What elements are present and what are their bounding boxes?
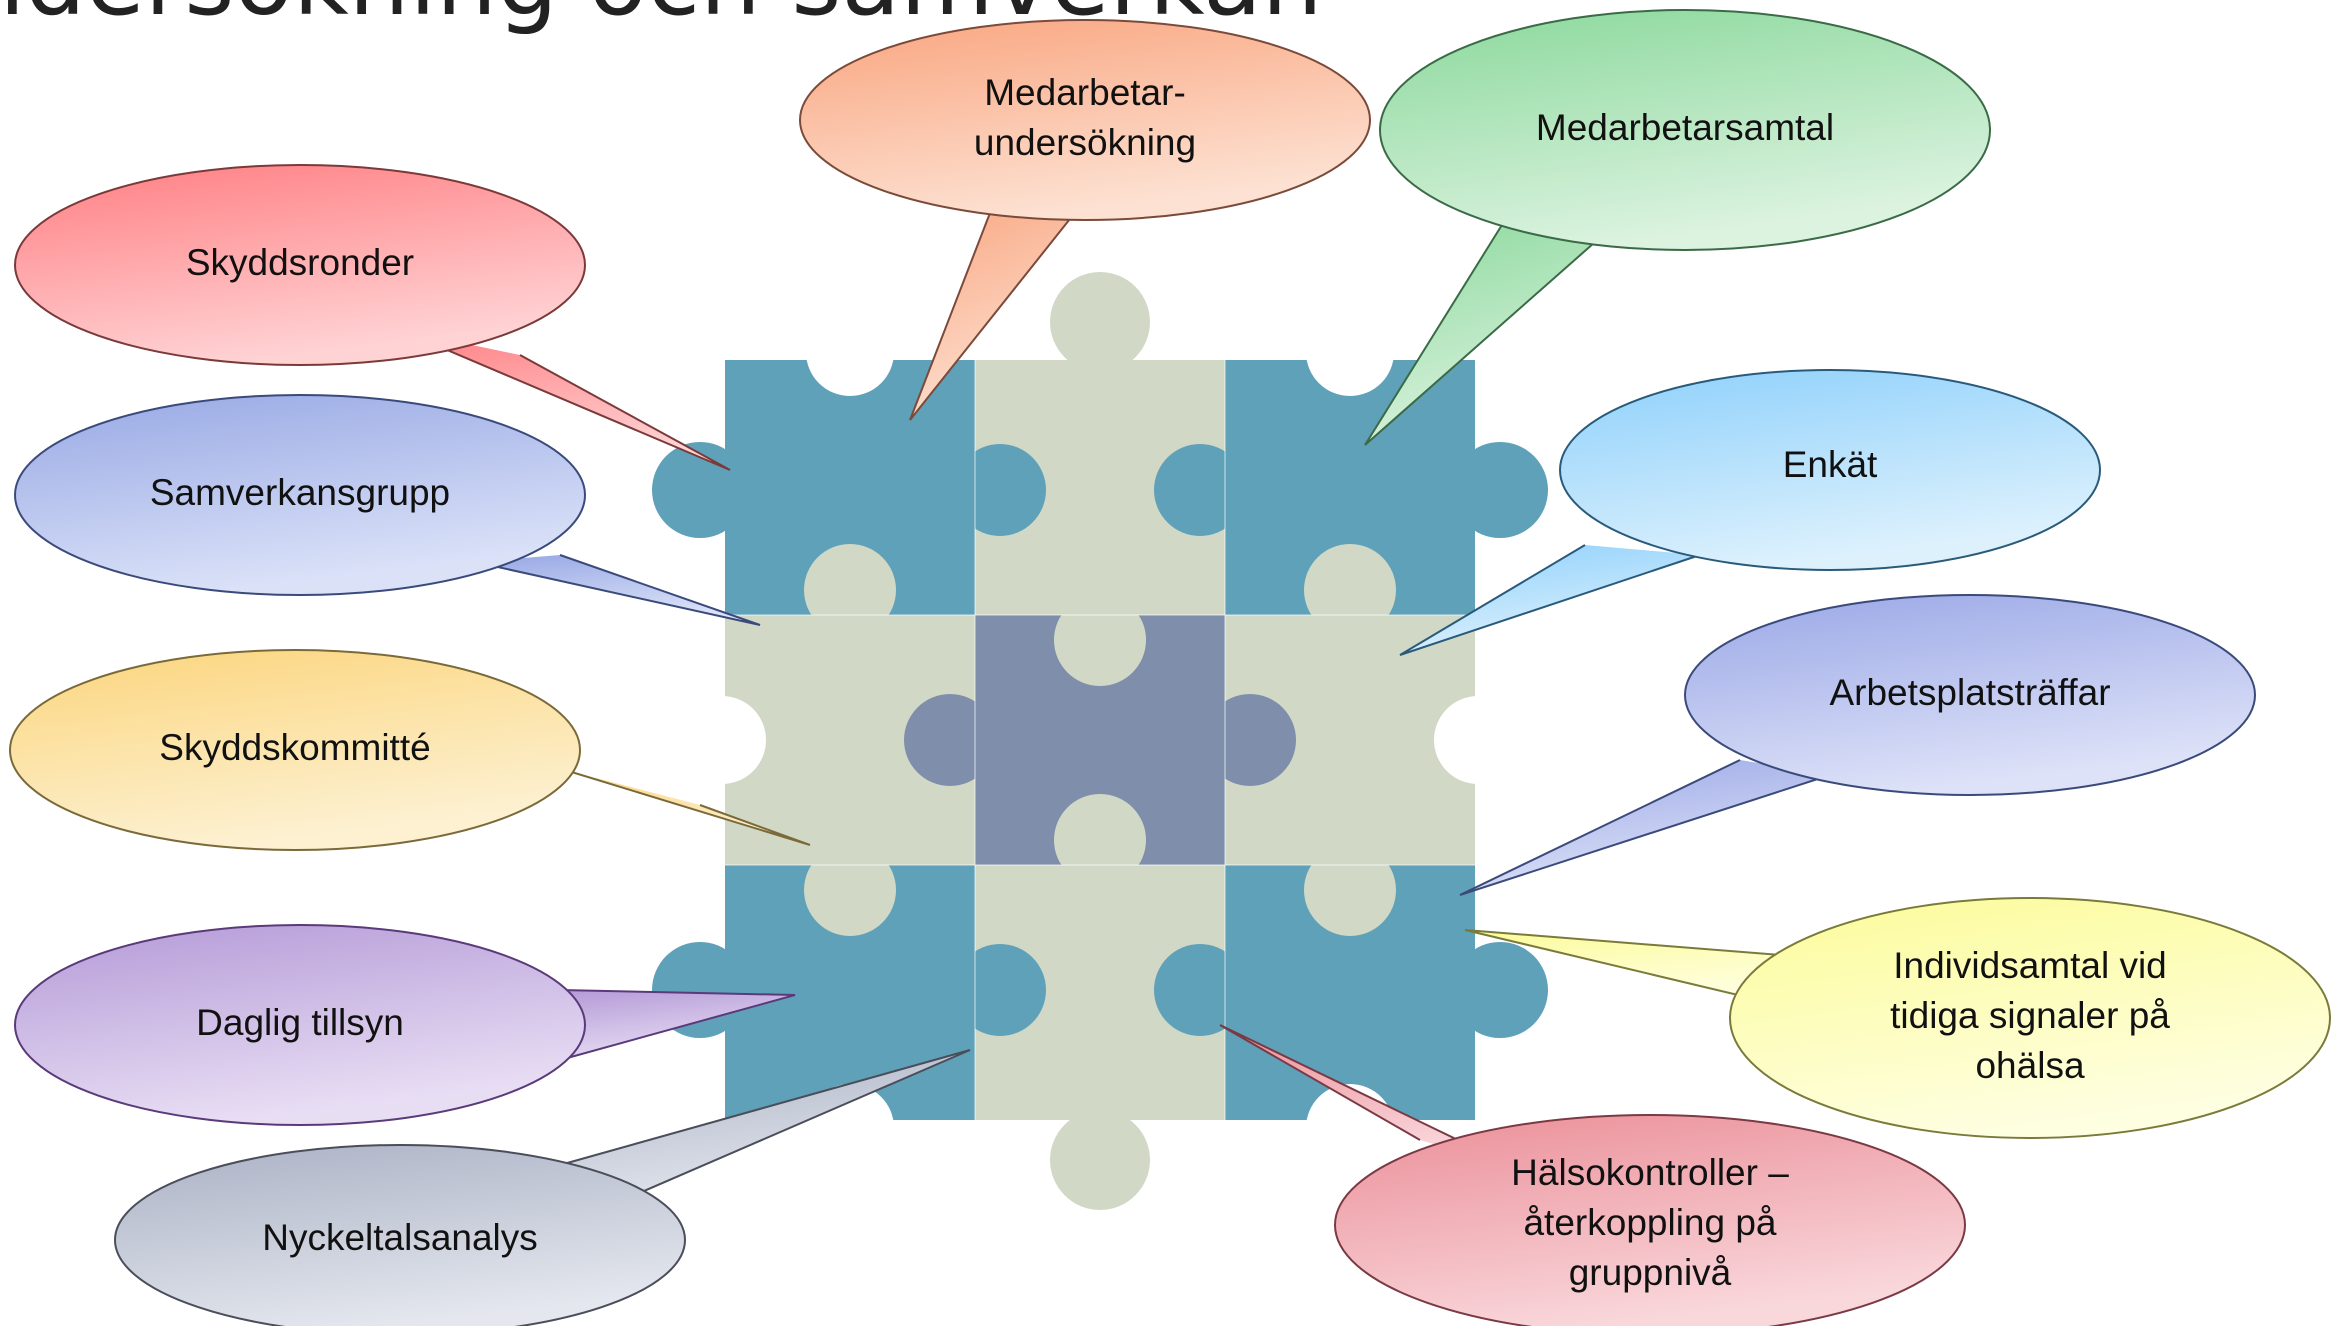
bubble-label-line: Individsamtal vid — [1893, 945, 2167, 986]
bubble-label-line: Skyddsronder — [186, 242, 414, 283]
svg-text:Enkät: Enkät — [1783, 444, 1878, 485]
bubble-label-line: gruppnivå — [1569, 1252, 1732, 1293]
puzzle-graphic — [652, 272, 1548, 1210]
svg-text:Samverkansgrupp: Samverkansgrupp — [150, 472, 450, 513]
bubble-label-line: Hälsokontroller – — [1511, 1152, 1789, 1193]
bubble-label-line: Samverkansgrupp — [150, 472, 450, 513]
svg-text:Arbetsplatsträffar: Arbetsplatsträffar — [1829, 672, 2110, 713]
bubble-label-line: Skyddskommitté — [159, 727, 430, 768]
bubble-label-line: Medarbetarsamtal — [1536, 107, 1834, 148]
bubble-label-line: Arbetsplatsträffar — [1829, 672, 2110, 713]
bubble-label-line: återkoppling på — [1523, 1202, 1776, 1243]
bubble-label-line: tidiga signaler på — [1890, 995, 2170, 1036]
svg-text:Hälsokontroller –återkoppling: Hälsokontroller – återkoppling på gruppniv… — [1511, 1152, 1789, 1293]
bubble-label-line: ohälsa — [1975, 1045, 2084, 1086]
bubble-skyddskommitte: Skyddskommitté — [9, 649, 811, 851]
bubble-label-line: undersökning — [974, 122, 1196, 163]
speech-bubbles: Skyddsronder Medarbetar-undersökning Med… — [9, 9, 2331, 1326]
svg-text:Nyckeltalsanalys: Nyckeltalsanalys — [262, 1217, 538, 1258]
bubble-enkat: Enkät — [1399, 369, 2101, 656]
svg-text:Skyddsronder: Skyddsronder — [186, 242, 414, 283]
bubble-label-line: Nyckeltalsanalys — [262, 1217, 538, 1258]
bubble-medarbetarundersokning: Medarbetar-undersökning — [799, 19, 1371, 421]
svg-text:Daglig tillsyn: Daglig tillsyn — [196, 1002, 404, 1043]
bubble-label-line: Daglig tillsyn — [196, 1002, 404, 1043]
bubble-label-line: Medarbetar- — [984, 72, 1186, 113]
bubble-nyckeltalsanalys: Nyckeltalsanalys — [114, 1049, 971, 1326]
bubble-halsokontroller: Hälsokontroller – återkoppling på gruppniv… — [1219, 1024, 1966, 1326]
bubble-label-line: Enkät — [1783, 444, 1878, 485]
bubble-individsamtal: Individsamtal vid tidiga signaler på ohäls… — [1464, 897, 2331, 1139]
svg-text:Medarbetar-undersökning: Medarbetar-undersökning — [974, 72, 1196, 163]
svg-text:Medarbetarsamtal: Medarbetarsamtal — [1536, 107, 1834, 148]
bubble-medarbetarsamtal: Medarbetarsamtal — [1364, 9, 1991, 446]
bubble-skyddsronder: Skyddsronder — [14, 164, 731, 471]
bubble-daglig-tillsyn: Daglig tillsyn — [14, 924, 796, 1126]
svg-text:Skyddskommitté: Skyddskommitté — [159, 727, 430, 768]
bubble-arbetsplatstraffar: Arbetsplatsträffar — [1459, 594, 2256, 896]
bubble-samverkansgrupp: Samverkansgrupp — [14, 394, 761, 626]
